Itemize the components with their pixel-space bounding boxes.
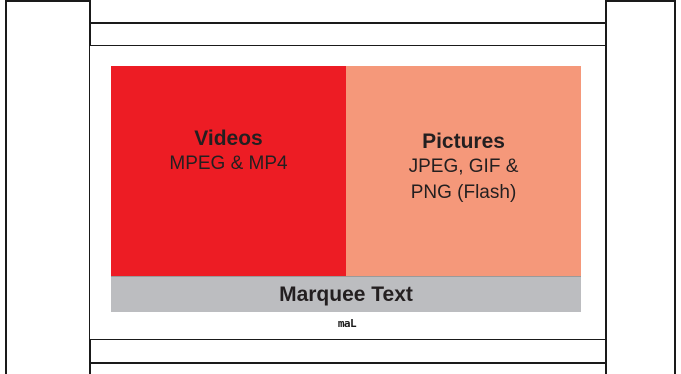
pictures-zone: Pictures JPEG, GIF & PNG (Flash) [346, 66, 581, 276]
frame-bottom-line [89, 362, 606, 364]
frame-left-top-cap [5, 0, 90, 2]
frame-left-outer-edge [5, 0, 7, 374]
marquee-zone: Marquee Text [111, 276, 581, 312]
pictures-zone-title: Pictures [422, 130, 505, 153]
frame-right-outer-edge [674, 0, 676, 374]
brand-logo: maL [337, 317, 357, 330]
pictures-zone-description: JPEG, GIF & PNG (Flash) [408, 156, 519, 203]
videos-zone: Videos MPEG & MP4 [111, 66, 346, 276]
frame-right-top-cap [605, 0, 676, 2]
videos-zone-title: Videos [194, 127, 263, 150]
videos-zone-description: MPEG & MP4 [169, 153, 288, 174]
marquee-zone-label: Marquee Text [279, 282, 413, 306]
frame-top-line [89, 22, 606, 24]
